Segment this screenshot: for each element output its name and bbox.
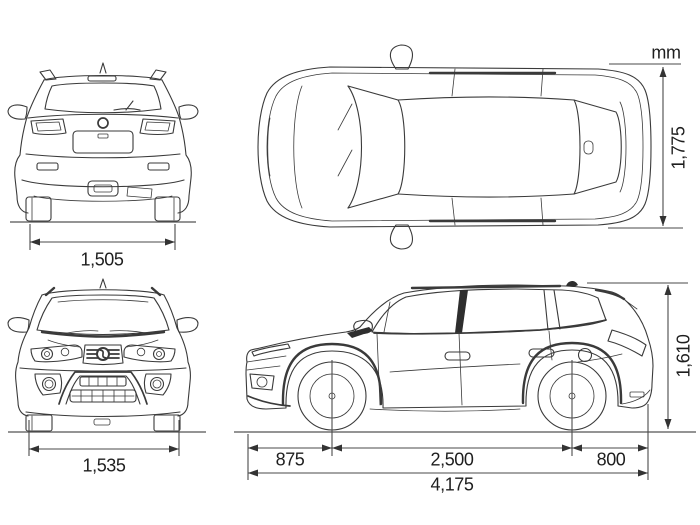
overall-length-label: 4,175 [430, 474, 474, 495]
a-pillar-garnish [347, 327, 373, 338]
dimension-annotations [8, 63, 696, 480]
left-foglight [34, 373, 63, 396]
top-view-drawing [257, 44, 652, 250]
top-body-outline [257, 66, 652, 228]
antenna-fin [566, 280, 578, 287]
front-antenna [99, 278, 107, 289]
headlight [251, 343, 291, 357]
roof-rails [428, 71, 557, 223]
rear-wheel-arch [521, 341, 623, 405]
brand-emblem-icon [97, 117, 109, 129]
rear-antenna [99, 62, 107, 74]
right-mirror [176, 317, 199, 333]
rear-view-drawing [7, 62, 199, 222]
right-foglight [143, 373, 172, 396]
top-left-mirror [389, 44, 414, 70]
front-left-wheel [25, 414, 53, 432]
front-wheel-arch [281, 342, 383, 406]
license-plate-recess [72, 130, 134, 154]
rear-width-label: 1,505 [80, 249, 124, 270]
side-body-outline [245, 284, 654, 410]
b-pillar [455, 290, 468, 333]
front-overhang-label: 875 [275, 449, 305, 470]
rear-window [44, 82, 162, 114]
roof-rail [410, 284, 562, 290]
taillight [607, 329, 647, 357]
wipers [337, 103, 353, 177]
rear-glass [573, 99, 622, 195]
front-right-wheel [153, 414, 181, 432]
door-seams [376, 330, 553, 406]
left-headlight [30, 344, 83, 363]
left-mirror [7, 317, 30, 333]
bull-bar [58, 371, 148, 405]
front-wipers [61, 330, 147, 335]
fog-lamp-housing [249, 373, 275, 391]
right-mirror [178, 104, 199, 120]
windshield [36, 294, 170, 336]
front-width-label: 1,535 [82, 455, 126, 476]
rear-right-wheel [154, 196, 181, 222]
right-headlight [123, 344, 176, 363]
fuel-cap [577, 347, 593, 363]
grille [82, 344, 124, 366]
rear-left-wheel [25, 196, 52, 222]
top-right-mirror [389, 224, 414, 250]
side-view-drawing [245, 280, 654, 431]
rear-overhang-label: 800 [596, 449, 626, 470]
roof-detail [583, 140, 594, 155]
unit-label: mm [651, 42, 681, 63]
front-view-drawing [7, 278, 199, 432]
wheelbase-label: 2,500 [430, 449, 474, 470]
rear-wiper [625, 300, 638, 310]
front-door-handle [444, 351, 471, 361]
overall-height-label: 1,610 [673, 334, 694, 378]
left-taillight [30, 118, 67, 136]
right-taillight [139, 118, 176, 136]
windshield-base [347, 85, 363, 209]
rear-wiper [113, 100, 141, 111]
rear-door-handle [528, 348, 555, 358]
overall-width-label: 1,775 [668, 126, 689, 170]
left-mirror [7, 104, 28, 120]
